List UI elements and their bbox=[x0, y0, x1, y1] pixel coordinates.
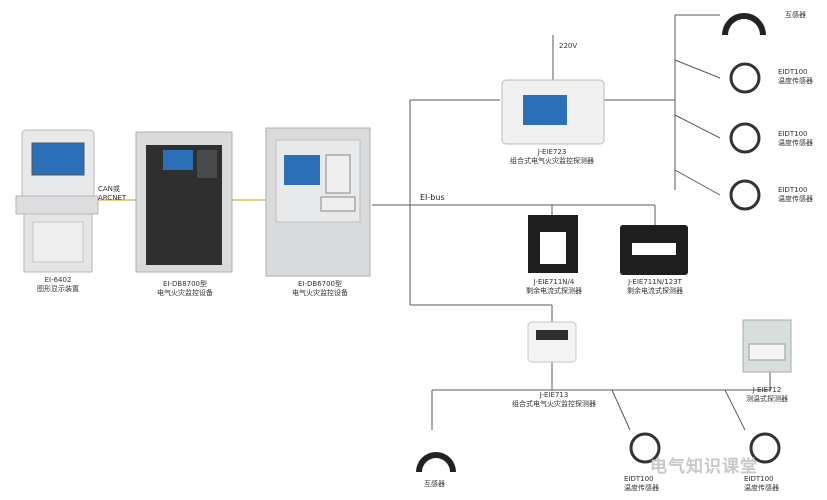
ct-right-model: J-EIE711N/123T bbox=[628, 278, 682, 286]
top-right-2 bbox=[674, 59, 721, 79]
host2-model: EI-DB6700型 bbox=[297, 280, 343, 288]
top-right-3 bbox=[674, 114, 721, 139]
transformer-bottom bbox=[416, 452, 456, 472]
combined-bottom-label: J-EIE713 组合式电气火灾监控探测器 bbox=[500, 391, 608, 409]
din-temperature-module bbox=[742, 319, 792, 373]
host1-model: EI-DB8700型 bbox=[162, 280, 208, 288]
transformer-bottom-label: 互感器 bbox=[424, 480, 445, 488]
display-desc: 图形显示装置 bbox=[37, 285, 79, 293]
sensor-3-label: EIDT100 温度传感器 bbox=[778, 186, 813, 204]
display-terminal bbox=[15, 129, 99, 273]
sensor-2-label: EIDT100 温度传感器 bbox=[778, 130, 813, 148]
sensor-3-model: EIDT100 bbox=[778, 186, 808, 194]
bottom-sensor-lead-1 bbox=[611, 389, 631, 431]
transformer-top-label: 互感器 bbox=[785, 11, 806, 19]
arcnet-text: ARCNET bbox=[98, 194, 127, 202]
combined-top-screen bbox=[523, 95, 567, 125]
sensor-2-model: EIDT100 bbox=[778, 130, 808, 138]
host2-desc: 电气火灾监控设备 bbox=[292, 289, 348, 297]
sensor-1-label: EIDT100 温度传感器 bbox=[778, 68, 813, 86]
combined-detector-bottom bbox=[527, 321, 577, 363]
temperature-sensor-1 bbox=[729, 62, 761, 94]
sensor-5-label: EIDT100 温度传感器 bbox=[744, 475, 779, 493]
sensor-5-desc: 温度传感器 bbox=[744, 484, 779, 492]
sensor-4-model: EIDT100 bbox=[624, 475, 654, 483]
host1-desc: 电气火灾监控设备 bbox=[157, 289, 213, 297]
transformer-top bbox=[722, 13, 766, 35]
host-cabinet-2 bbox=[265, 127, 371, 277]
combined-top-desc: 组合式电气火灾监控探测器 bbox=[510, 157, 594, 165]
combined-bottom-desc: 组合式电气火灾监控探测器 bbox=[512, 400, 596, 408]
temperature-sensor-5 bbox=[749, 432, 781, 464]
connection-lines bbox=[97, 14, 771, 431]
din-label: J-EIE712 测温式探测器 bbox=[735, 386, 799, 404]
sensor-4-label: EIDT100 温度传感器 bbox=[624, 475, 659, 493]
display-label: EI-6402 图形显示装置 bbox=[26, 276, 90, 294]
current-transformer-left bbox=[528, 215, 578, 273]
combined-detector-top bbox=[501, 79, 605, 145]
temperature-sensor-3 bbox=[729, 179, 761, 211]
ct-left-model: J-EIE711N/4 bbox=[533, 278, 575, 286]
can-label: CAN或 ARCNET bbox=[98, 185, 126, 203]
sensor-2-desc: 温度传感器 bbox=[778, 139, 813, 147]
host2-screen bbox=[284, 155, 320, 185]
combined-top-label: J-EIE723 组合式电气火灾监控探测器 bbox=[496, 148, 608, 166]
ct-left-label: J-EIE711N/4 剩余电流式探测器 bbox=[514, 278, 594, 296]
sensor-3-desc: 温度传感器 bbox=[778, 195, 813, 203]
temperature-sensor-2 bbox=[729, 122, 761, 154]
ct-right-desc: 剩余电流式探测器 bbox=[627, 287, 683, 295]
combined-top-model: J-EIE723 bbox=[537, 148, 567, 156]
sensor-5-model: EIDT100 bbox=[744, 475, 774, 483]
ct-right-label: J-EIE711N/123T 剩余电流式探测器 bbox=[615, 278, 695, 296]
bottom-sensor-lead-2 bbox=[724, 389, 746, 431]
host2-label: EI-DB6700型 电气火灾监控设备 bbox=[272, 280, 368, 298]
sensor-1-desc: 温度传感器 bbox=[778, 77, 813, 85]
power-label: 220V bbox=[559, 42, 578, 50]
combined-bottom-model: J-EIE713 bbox=[539, 391, 569, 399]
host1-label: EI-DB8700型 电气火灾监控设备 bbox=[140, 280, 230, 298]
display-screen bbox=[31, 142, 85, 176]
din-desc: 测温式探测器 bbox=[746, 395, 788, 403]
display-model: EI-6402 bbox=[44, 276, 72, 284]
host1-screen bbox=[163, 150, 193, 170]
host-cabinet-1 bbox=[135, 131, 233, 273]
ct-left-desc: 剩余电流式探测器 bbox=[526, 287, 582, 295]
sensor-1-model: EIDT100 bbox=[778, 68, 808, 76]
top-right-4 bbox=[674, 169, 721, 196]
sensor-4-desc: 温度传感器 bbox=[624, 484, 659, 492]
can-text: CAN或 bbox=[98, 185, 120, 193]
watermark: 电气知识课堂 bbox=[650, 457, 758, 477]
din-model: J-EIE712 bbox=[752, 386, 782, 394]
temperature-sensor-4 bbox=[629, 432, 661, 464]
bus-label: EI-bus bbox=[420, 193, 445, 202]
current-transformer-right bbox=[620, 225, 688, 275]
